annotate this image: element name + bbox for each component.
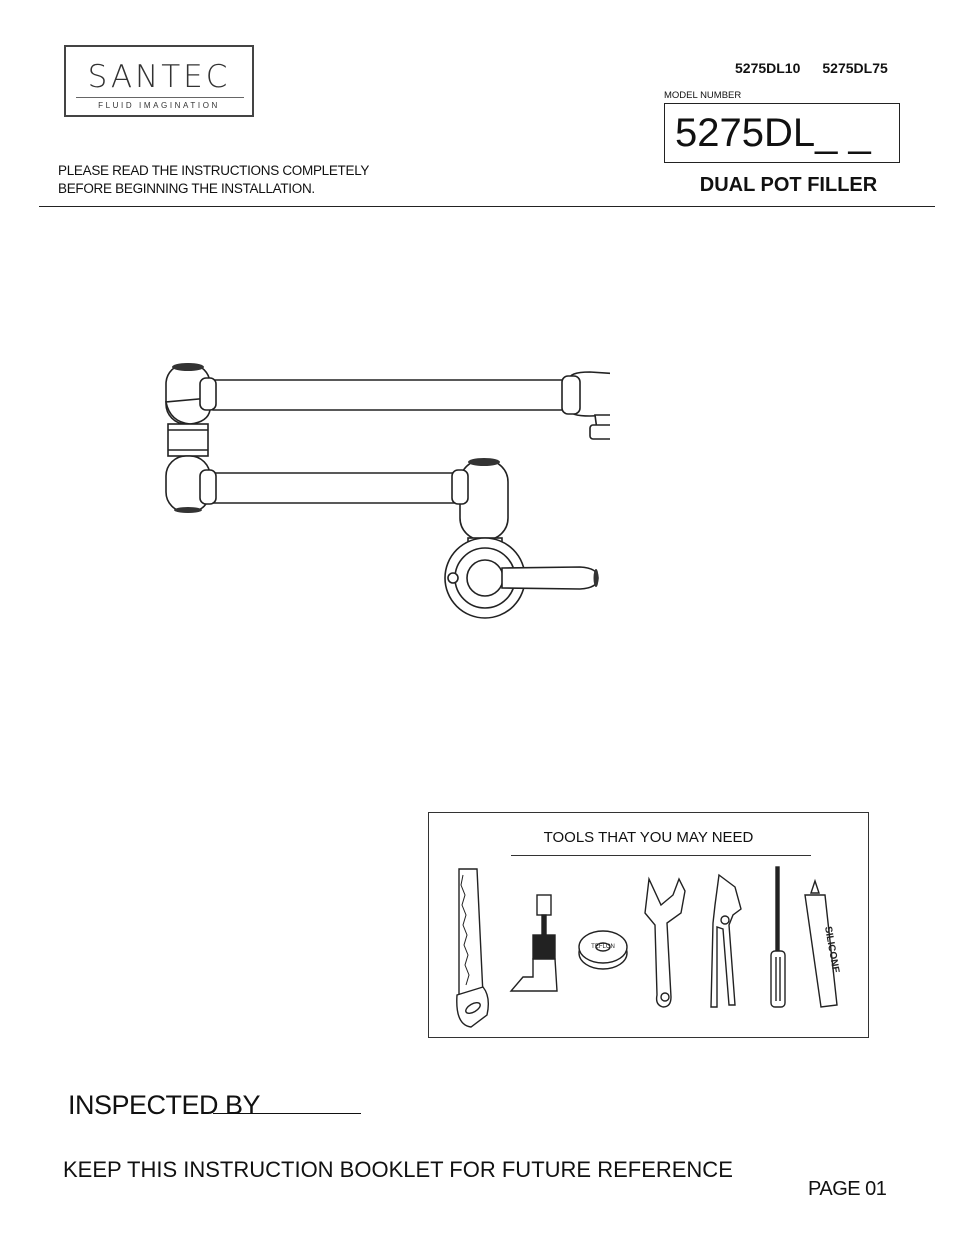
installation-notice-line-1: PLEASE READ THE INSTRUCTIONS COMPLETELY <box>58 163 370 178</box>
brand-logo: SANTEC FLUID IMAGINATION <box>64 45 254 117</box>
tools-title-underline <box>511 855 811 856</box>
pliers-icon <box>710 873 742 1008</box>
adjustable-wrench-icon <box>644 876 686 1008</box>
installation-notice: PLEASE READ THE INSTRUCTIONS COMPLETELY … <box>58 162 369 198</box>
installation-notice-line-2: BEFORE BEGINNING THE INSTALLATION. <box>58 181 315 196</box>
teflon-label: TEFLON <box>591 944 615 950</box>
model-number-value: 5275DL_ _ <box>675 111 871 155</box>
model-code-1: 5275DL10 <box>735 60 801 76</box>
tools-panel: TOOLS THAT YOU MAY NEED <box>428 812 869 1038</box>
silicone-tube-icon <box>804 878 838 1008</box>
tools-illustrations: TEFLON SILICONE <box>456 866 841 1028</box>
model-number-label: MODEL NUMBER <box>664 90 742 101</box>
tools-title: TOOLS THAT YOU MAY NEED <box>543 829 754 846</box>
logo-divider <box>76 97 244 98</box>
page-number: PAGE 01 <box>808 1178 887 1200</box>
screwdriver-icon <box>770 866 786 1008</box>
keep-booklet-notice: KEEP THIS INSTRUCTION BOOKLET FOR FUTURE… <box>63 1157 733 1182</box>
brand-name: SANTEC <box>87 59 231 95</box>
model-codes: 5275DL10 5275DL75 <box>735 60 910 76</box>
inspected-by-label: INSPECTED BY <box>68 1090 261 1120</box>
brand-tagline: FLUID IMAGINATION <box>98 101 220 110</box>
model-number-box: 5275DL_ _ <box>664 103 900 163</box>
product-name: DUAL POT FILLER <box>699 174 878 196</box>
header-divider <box>39 206 935 207</box>
teflon-tape-icon <box>578 930 628 970</box>
saw-icon <box>456 868 490 1028</box>
pot-filler-illustration <box>165 363 610 619</box>
model-code-2: 5275DL75 <box>822 60 888 76</box>
basin-wrench-icon <box>509 894 558 992</box>
inspected-by-signature-line <box>213 1113 361 1114</box>
